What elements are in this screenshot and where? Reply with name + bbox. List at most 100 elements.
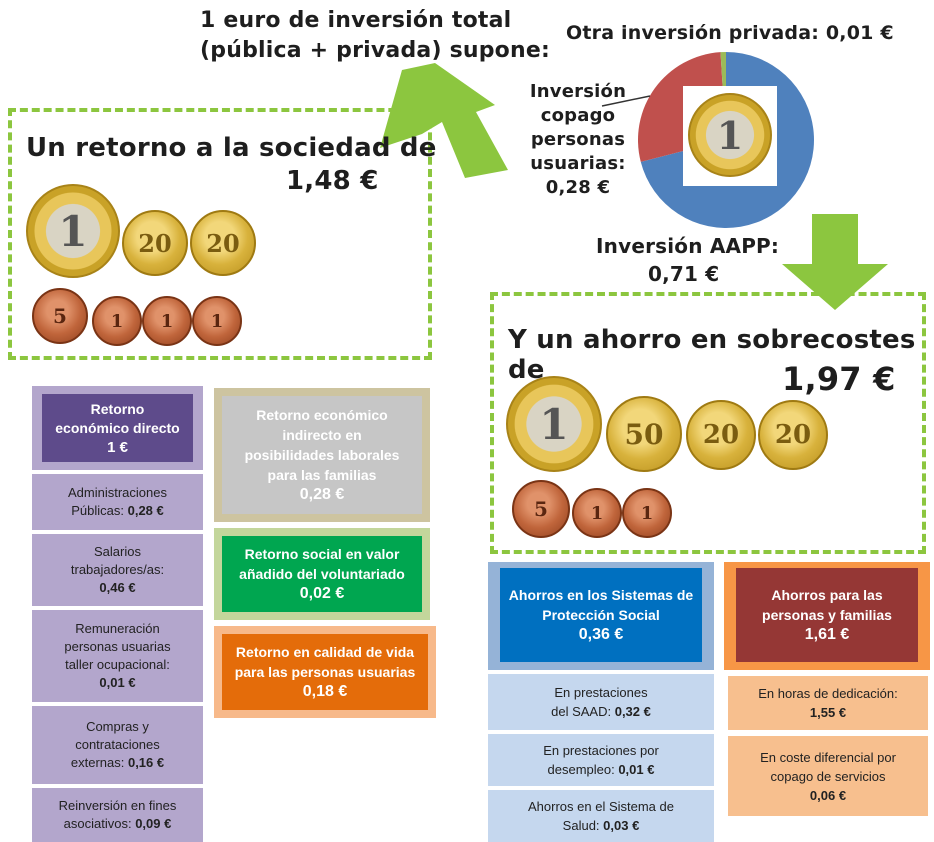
direct-item-line: Remuneración bbox=[75, 621, 160, 636]
header-line-2: (pública + privada) supone: bbox=[200, 38, 550, 63]
indirect-line: indirecto en bbox=[282, 427, 362, 443]
direct-item-line: contrataciones bbox=[75, 737, 160, 752]
proteccion-item-line: Salud: 0,03 € bbox=[562, 818, 640, 833]
familias-item-horas: En horas de dedicación: 1,55 € bbox=[728, 676, 928, 730]
pie-label-otra: Otra inversión privada: 0,01 € bbox=[566, 22, 894, 44]
proteccion-item-saad: En prestaciones del SAAD: 0,32 € bbox=[488, 674, 714, 730]
direct-item-value: 0,46 € bbox=[99, 580, 136, 595]
header-line-1: 1 euro de inversión total bbox=[200, 8, 512, 33]
pie-leader-line bbox=[601, 95, 651, 107]
proteccion-item-line: del SAAD: 0,32 € bbox=[551, 704, 651, 719]
direct-item-line: personas usuarias bbox=[64, 639, 171, 654]
direct-item-value: 0,01 € bbox=[99, 675, 136, 690]
retorno-title: Un retorno a la sociedad de bbox=[26, 133, 437, 163]
proteccion-item-desempleo: En prestaciones por desempleo: 0,01 € bbox=[488, 734, 714, 786]
pie-label-copago-4: usuarias: bbox=[530, 153, 626, 174]
direct-item-administraciones: Administraciones Públicas: 0,28 € bbox=[32, 474, 203, 530]
proteccion-line: Ahorros en los Sistemas de bbox=[508, 587, 694, 603]
direct-item-line: Salarios bbox=[94, 544, 141, 559]
euro-coin-icon: 1 bbox=[688, 93, 772, 177]
calidad-value: 0,18 € bbox=[302, 683, 348, 700]
pie-label-copago-2: copago bbox=[540, 105, 616, 126]
one-cent-coin-icon: 1 bbox=[572, 488, 622, 538]
pie-label-copago-3: personas bbox=[530, 129, 626, 150]
one-cent-coin-icon: 1 bbox=[92, 296, 142, 346]
proteccion-item-line: Ahorros en el Sistema de bbox=[528, 799, 674, 814]
ahorro-box bbox=[490, 292, 926, 554]
familias-line: personas y familias bbox=[762, 607, 892, 623]
indirect-value: 0,28 € bbox=[299, 486, 345, 503]
direct-item-salarios: Salarios trabajadores/as: 0,46 € bbox=[32, 534, 203, 606]
familias-item-line: En horas de dedicación: bbox=[758, 686, 898, 701]
proteccion-line: Protección Social bbox=[542, 607, 660, 623]
familias-line: Ahorros para las bbox=[771, 587, 883, 603]
one-cent-coin-icon: 1 bbox=[142, 296, 192, 346]
direct-item-compras: Compras y contrataciones externas: 0,16 … bbox=[32, 706, 203, 784]
ahorro-title: Y un ahorro en sobrecostes de bbox=[508, 325, 916, 385]
arrow-left-down bbox=[380, 63, 508, 178]
direct-return-title-1: Retorno bbox=[90, 400, 145, 417]
social-line: Retorno social en valor bbox=[244, 546, 400, 562]
familias-item-value: 0,06 € bbox=[809, 787, 847, 803]
proteccion-inner: Ahorros en los Sistemas de Protección So… bbox=[500, 568, 702, 662]
social-return-box: Retorno social en valor añadido del volu… bbox=[214, 528, 430, 620]
social-line: añadido del voluntariado bbox=[239, 566, 405, 582]
proteccion-item-line: desempleo: 0,01 € bbox=[547, 762, 655, 777]
one-cent-coin-icon: 1 bbox=[192, 296, 242, 346]
proteccion-item-line: En prestaciones bbox=[554, 685, 648, 700]
euro-coin-icon: 1 bbox=[26, 184, 120, 278]
direct-item-line: trabajadores/as: bbox=[70, 562, 165, 577]
direct-return-header: Retorno económico directo 1 € bbox=[32, 386, 203, 470]
proteccion-box: Ahorros en los Sistemas de Protección So… bbox=[488, 562, 714, 670]
pie-label-aapp-1: Inversión AAPP: bbox=[596, 234, 780, 258]
familias-item-line: En coste diferencial por bbox=[760, 749, 896, 765]
retorno-value: 1,48 € bbox=[286, 166, 379, 196]
calidad-line: para las personas usuarias bbox=[234, 664, 416, 680]
indirect-line: para las familias bbox=[267, 467, 377, 483]
direct-return-title-2: económico directo bbox=[55, 419, 180, 436]
familias-item-line: copago de servicios bbox=[770, 768, 886, 784]
direct-item-line: taller ocupacional: bbox=[65, 657, 170, 672]
arrow-down bbox=[782, 214, 888, 310]
calidad-return-inner: Retorno en calidad de vida para las pers… bbox=[222, 634, 428, 710]
direct-item-line: Administraciones bbox=[68, 485, 167, 500]
direct-item-line: Públicas: 0,28 € bbox=[71, 503, 164, 518]
pie-label-copago: Inversión copago personas usuarias: 0,28… bbox=[520, 80, 636, 200]
calidad-line: Retorno en calidad de vida bbox=[235, 644, 415, 660]
calidad-return-box: Retorno en calidad de vida para las pers… bbox=[214, 626, 436, 718]
direct-item-line: Compras y bbox=[86, 719, 149, 734]
direct-item-line: Reinversión en fines bbox=[58, 798, 177, 813]
social-return-inner: Retorno social en valor añadido del volu… bbox=[222, 536, 422, 612]
indirect-return-inner: Retorno económico indirecto en posibilid… bbox=[222, 396, 422, 514]
fifty-cent-coin-icon: 50 bbox=[606, 396, 682, 472]
direct-item-remuneracion: Remuneración personas usuarias taller oc… bbox=[32, 610, 203, 702]
twenty-cent-coin-icon: 20 bbox=[122, 210, 188, 276]
proteccion-item-salud: Ahorros en el Sistema de Salud: 0,03 € bbox=[488, 790, 714, 842]
familias-value: 1,61 € bbox=[804, 626, 850, 643]
twenty-cent-coin-icon: 20 bbox=[686, 400, 756, 470]
familias-inner: Ahorros para las personas y familias 1,6… bbox=[736, 568, 918, 662]
pie-label-aapp-2: 0,71 € bbox=[648, 262, 720, 286]
direct-return-header-inner: Retorno económico directo 1 € bbox=[42, 394, 193, 462]
five-cent-coin-icon: 5 bbox=[512, 480, 570, 538]
indirect-line: posibilidades laborales bbox=[244, 447, 400, 463]
proteccion-value: 0,36 € bbox=[578, 626, 624, 643]
indirect-line: Retorno económico bbox=[256, 407, 388, 423]
indirect-return-box: Retorno económico indirecto en posibilid… bbox=[214, 388, 430, 522]
direct-return-value: 1 € bbox=[107, 438, 128, 456]
twenty-cent-coin-icon: 20 bbox=[190, 210, 256, 276]
five-cent-coin-icon: 5 bbox=[32, 288, 88, 344]
retorno-box bbox=[8, 108, 432, 360]
direct-item-line: externas: 0,16 € bbox=[70, 755, 165, 770]
familias-item-copago: En coste diferencial por copago de servi… bbox=[728, 736, 928, 816]
direct-item-reinversion: Reinversión en fines asociativos: 0,09 € bbox=[32, 788, 203, 842]
ahorro-value: 1,97 € bbox=[782, 360, 896, 398]
one-cent-coin-icon: 1 bbox=[622, 488, 672, 538]
familias-item-value: 1,55 € bbox=[809, 705, 847, 720]
pie-label-aapp: Inversión AAPP: 0,71 € bbox=[596, 232, 779, 288]
social-value: 0,02 € bbox=[299, 585, 345, 602]
direct-item-line: asociativos: 0,09 € bbox=[63, 816, 172, 831]
pie-label-copago-1: Inversión bbox=[529, 81, 627, 102]
euro-coin-icon: 1 bbox=[506, 376, 602, 472]
familias-box: Ahorros para las personas y familias 1,6… bbox=[724, 562, 930, 670]
